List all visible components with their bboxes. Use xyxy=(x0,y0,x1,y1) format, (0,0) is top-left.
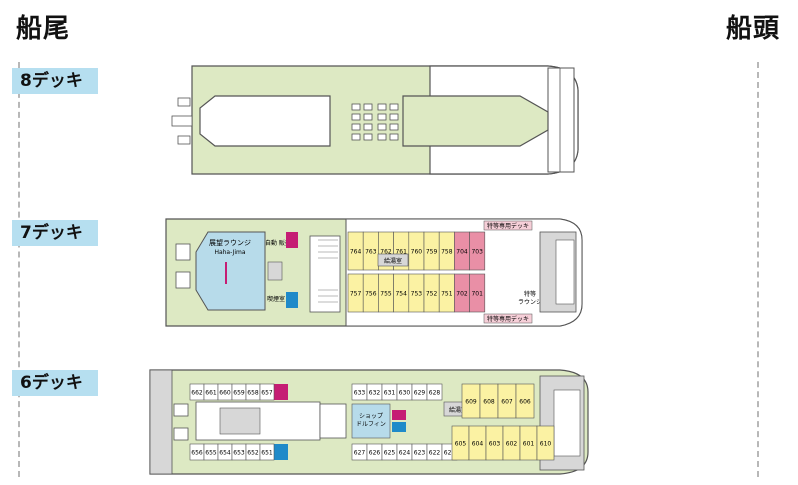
deck-8-label[interactable]: 8デッキ xyxy=(12,68,98,94)
room-657[interactable] xyxy=(259,383,275,401)
room-651[interactable] xyxy=(259,443,275,461)
room-number: 606 xyxy=(519,399,531,406)
room-number: 630 xyxy=(399,390,411,397)
room-number: 760 xyxy=(411,249,423,256)
special-deck-bottom-label: 特等専用デッキ xyxy=(487,315,529,323)
room-number: 622 xyxy=(429,450,441,457)
room-number: 604 xyxy=(472,441,484,448)
room-number: 762 xyxy=(380,249,392,256)
special-deck-top-label: 特等専用デッキ xyxy=(487,222,529,230)
shop-label: ショップドルフィン xyxy=(356,413,386,428)
room-number: 627 xyxy=(354,450,366,457)
room-number: 758 xyxy=(441,249,453,256)
smoking-room-label: 喫煙室 xyxy=(267,295,285,303)
room-number: 658 xyxy=(247,390,259,397)
room-number: 601 xyxy=(523,441,535,448)
room-number: 628 xyxy=(429,390,441,397)
observation-lounge xyxy=(195,231,266,311)
vending-label: 自動 販売機 xyxy=(265,239,297,247)
room-number: 701 xyxy=(471,291,483,298)
room-number: 608 xyxy=(483,399,495,406)
room-number: 626 xyxy=(369,450,381,457)
room-number: 761 xyxy=(395,249,407,256)
room-number: 603 xyxy=(489,441,501,448)
room-703[interactable] xyxy=(469,231,486,271)
room-number: 623 xyxy=(414,450,426,457)
room-number: 757 xyxy=(350,291,362,298)
room-number: 625 xyxy=(384,450,396,457)
deck-7-label[interactable]: 7デッキ xyxy=(12,220,98,246)
d6-supply-label: 給湯室 xyxy=(449,406,467,414)
deck-7-plan: 展望ラウンジ Haha-Jima 自動 販売機 喫煙室 特等専用デッキ 特等専用… xyxy=(165,218,583,327)
lounge-sublabel: Haha-Jima xyxy=(214,249,245,256)
room-number: 624 xyxy=(399,450,411,457)
room-number: 751 xyxy=(441,291,453,298)
shop-dolphin xyxy=(351,403,391,439)
room-number: 659 xyxy=(233,390,245,397)
room-number: 702 xyxy=(456,291,468,298)
room-number: 633 xyxy=(354,390,366,397)
room-number: 607 xyxy=(501,399,513,406)
room-number: 654 xyxy=(219,450,231,457)
d6-men-restroom-icon xyxy=(274,444,288,460)
room-number: 661 xyxy=(205,390,217,397)
room-number: 755 xyxy=(380,291,392,298)
d6-women-restroom-icon xyxy=(274,384,288,400)
lounge-label: 展望ラウンジ xyxy=(209,238,251,247)
room-number: 629 xyxy=(414,390,426,397)
deck-8-plan xyxy=(171,65,579,175)
room-number: 653 xyxy=(233,450,245,457)
stern-label: 船尾 xyxy=(16,14,71,44)
room-number: 756 xyxy=(365,291,377,298)
room-number: 703 xyxy=(471,249,483,256)
special-lounge-label: 特等ラウンジ xyxy=(518,290,542,306)
women-restroom-icon xyxy=(286,232,298,248)
room-number: 662 xyxy=(191,390,203,397)
room-number: 651 xyxy=(261,450,273,457)
room-number: 660 xyxy=(219,390,231,397)
room-number: 632 xyxy=(369,390,381,397)
stern-guide-line xyxy=(18,62,20,477)
men-restroom-icon xyxy=(286,292,298,308)
d6-women-restroom-2-icon xyxy=(392,410,406,420)
d6-men-restroom-2-icon xyxy=(392,422,406,432)
bow-guide-line xyxy=(757,62,759,477)
room-number: 764 xyxy=(350,249,362,256)
room-701[interactable] xyxy=(469,273,486,313)
room-number: 754 xyxy=(395,291,407,298)
room-number: 605 xyxy=(455,441,467,448)
room-number: 753 xyxy=(411,291,423,298)
room-number: 752 xyxy=(426,291,438,298)
room-number: 759 xyxy=(426,249,438,256)
d7-supply-label: 給湯室 xyxy=(384,257,402,265)
room-number: 609 xyxy=(465,399,477,406)
room-number: 655 xyxy=(205,450,217,457)
room-number: 656 xyxy=(191,450,203,457)
room-628[interactable] xyxy=(426,383,443,401)
deck-6-label[interactable]: 6デッキ xyxy=(12,370,98,396)
room-606[interactable] xyxy=(515,383,535,419)
room-610[interactable] xyxy=(536,425,555,461)
room-number: 704 xyxy=(456,249,468,256)
room-number: 621 xyxy=(444,450,456,457)
room-number: 631 xyxy=(384,390,396,397)
room-number: 610 xyxy=(540,441,552,448)
room-number: 763 xyxy=(365,249,377,256)
room-number: 657 xyxy=(261,390,273,397)
room-number: 602 xyxy=(506,441,518,448)
room-number: 652 xyxy=(247,450,259,457)
bow-label: 船頭 xyxy=(725,14,780,44)
